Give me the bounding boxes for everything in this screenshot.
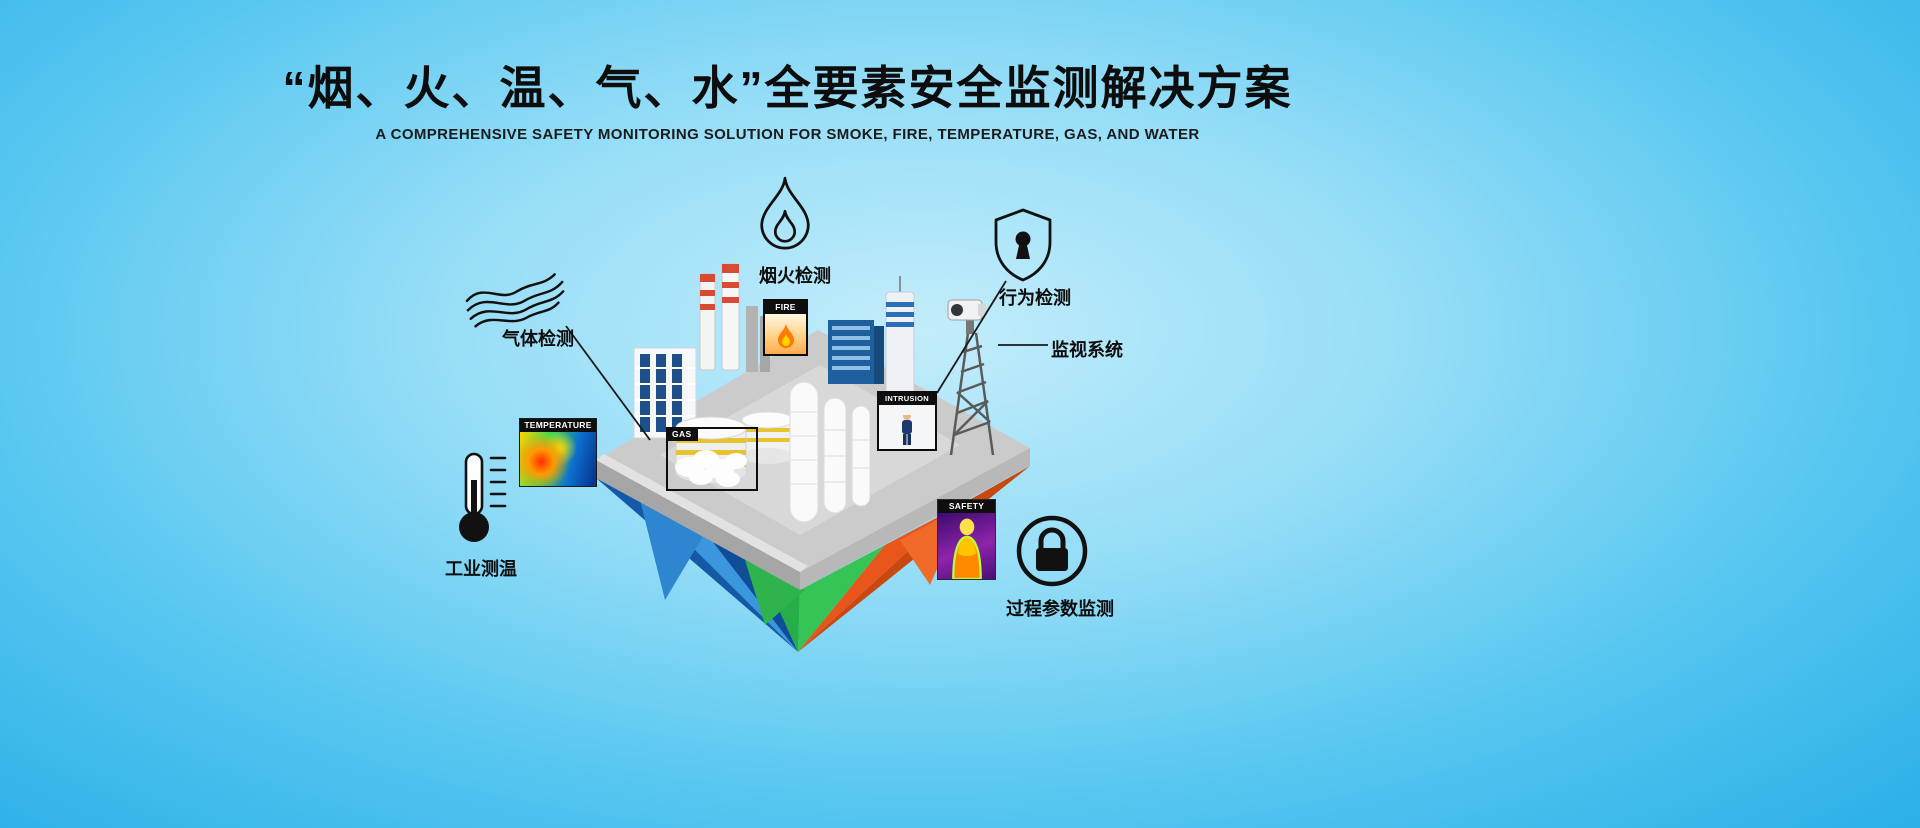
worker-figure-icon: [902, 410, 912, 446]
island-platform-sides: [596, 448, 1030, 590]
callout-label-process-parameters: 过程参数监测: [1006, 599, 1114, 619]
fire-tile-label: FIRE: [765, 301, 806, 315]
thermometer-icon: [459, 452, 507, 542]
intrusion-tile-label: INTRUSION: [879, 393, 935, 406]
gas-detection-tile: GAS: [666, 427, 758, 491]
safety-tile-label: SAFETY: [938, 500, 995, 514]
callout-label-gas: 气体检测: [502, 329, 574, 349]
camera-tower: [947, 299, 995, 456]
intrusion-image: [879, 405, 935, 450]
callout-label-industrial-temperature: 工业测温: [445, 559, 517, 579]
fire-detection-tile: FIRE: [763, 299, 808, 357]
gas-cloud-image: [675, 450, 747, 487]
temperature-thermal-tile: TEMPERATURE: [519, 418, 597, 488]
shield-keyhole-icon: [994, 208, 1052, 282]
intrusion-detection-tile: INTRUSION: [877, 391, 937, 452]
gas-tile-label: GAS: [666, 427, 698, 441]
blue-building: [828, 320, 884, 384]
banner-subtitle: A COMPREHENSIVE SAFETY MONITORING SOLUTI…: [375, 126, 1200, 143]
fire-image: [765, 314, 806, 355]
smoke-waves-icon: [465, 273, 565, 328]
thermal-person-image: [938, 513, 995, 580]
banner-title: “烟、火、温、气、水”全要素安全监测解决方案: [282, 62, 1293, 114]
callout-label-surveillance: 监视系统: [1051, 340, 1123, 360]
thermal-image: [520, 432, 596, 487]
flame-outline-icon: [760, 176, 810, 250]
island-underside: [596, 466, 1030, 652]
callout-label-behavior: 行为检测: [999, 288, 1071, 308]
striped-chimneys: [699, 263, 770, 372]
thermal-person-silhouette: [951, 519, 982, 580]
temperature-tile-label: TEMPERATURE: [520, 419, 596, 433]
callout-lines: [565, 280, 1048, 441]
office-building: [633, 347, 697, 439]
distillation-columns: [789, 381, 871, 523]
safety-thermal-tile: SAFETY: [937, 499, 996, 581]
ptz-camera: [947, 299, 986, 334]
callout-label-smoke-fire: 烟火检测: [759, 266, 831, 286]
flame-icon: [777, 321, 794, 349]
process-tower: [885, 276, 915, 399]
padlock-circle-icon: [1016, 515, 1088, 587]
